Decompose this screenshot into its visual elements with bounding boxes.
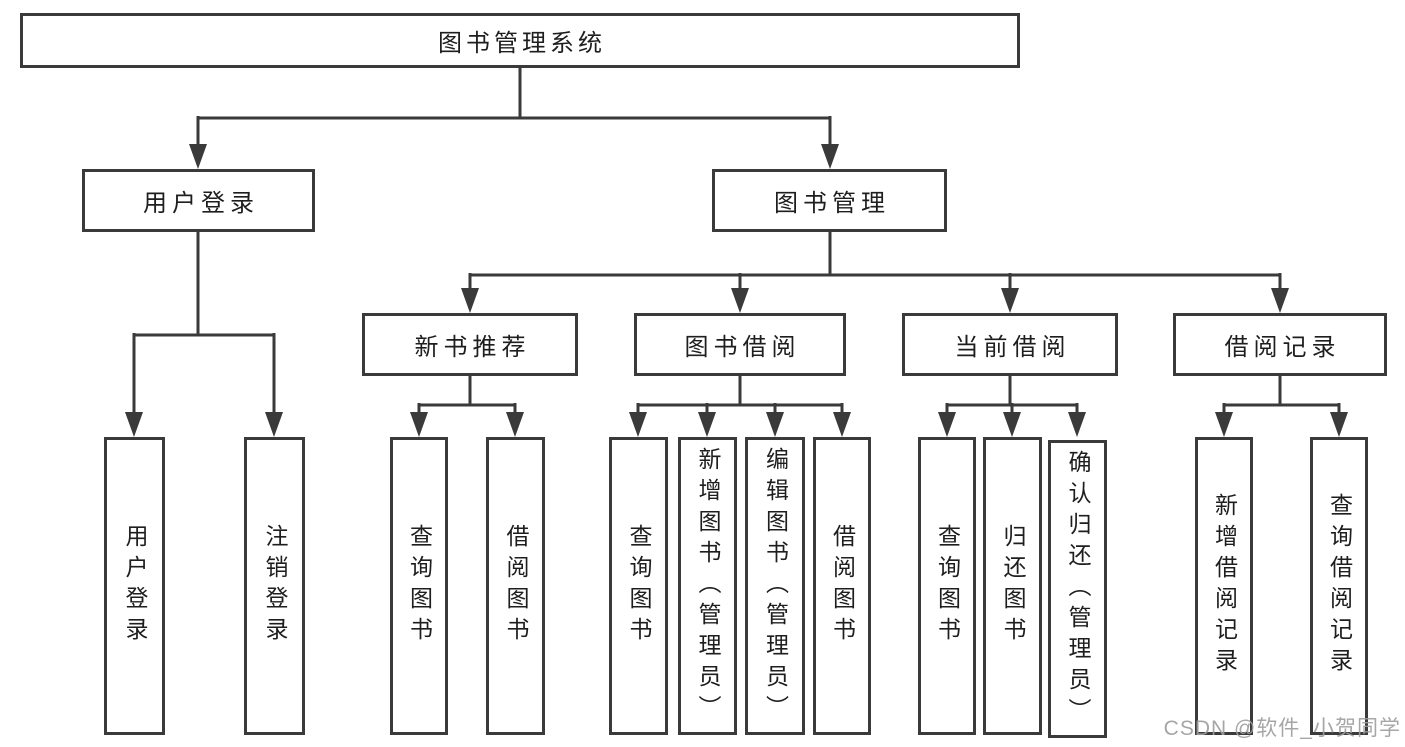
node-label: 新增图书（管理员） [695, 446, 721, 726]
node-label: 借阅图书 [503, 524, 529, 648]
connector-current-borrow-children [938, 376, 1086, 437]
leaf-borrow-edit-books-admin: 编辑图书（管理员） [745, 437, 805, 735]
leaf-record-add-borrow-record: 新增借阅记录 [1195, 437, 1253, 735]
node-label: 查询图书 [934, 524, 961, 648]
connector-borrow-record-children [1215, 376, 1348, 437]
node-label: 当前借阅 [954, 334, 1071, 361]
node-label: 查询图书 [626, 524, 652, 648]
leaf-borrow-query-books: 查询图书 [609, 437, 668, 735]
leaf-current-query-books: 查询图书 [918, 437, 976, 735]
node-label: 编辑图书（管理员） [762, 446, 789, 726]
leaf-logout: 注销登录 [244, 437, 305, 735]
leaf-new-book-borrow-books: 借阅图书 [486, 437, 545, 735]
node-label: 图书管理 [774, 190, 890, 217]
node-book-management: 图书管理 [712, 169, 947, 232]
node-label: 新增借阅记录 [1211, 493, 1238, 679]
node-label: 新书推荐 [414, 334, 531, 361]
leaf-record-query-borrow-record: 查询借阅记录 [1310, 437, 1368, 735]
node-new-book-recommendation: 新书推荐 [362, 313, 578, 376]
connector-new-book-children [410, 376, 524, 437]
node-label: 用户登录 [122, 524, 148, 648]
connector-book-borrow-children [629, 376, 851, 437]
node-library-management-system: 图书管理系统 [20, 13, 1020, 68]
connector-root-to-level2 [189, 68, 839, 169]
node-label: 借阅记录 [1224, 334, 1341, 361]
connector-book-management-children [461, 232, 1289, 313]
node-user-login: 用户登录 [82, 169, 315, 232]
leaf-new-book-query-books: 查询图书 [390, 437, 448, 735]
node-label: 图书借阅 [684, 334, 801, 361]
node-label: 用户登录 [143, 190, 259, 217]
node-label: 归还图书 [1000, 524, 1026, 648]
connector-user-login-children [125, 232, 283, 437]
node-label: 图书管理系统 [438, 30, 606, 57]
leaf-current-confirm-return-admin: 确认归还（管理员） [1048, 440, 1107, 738]
leaf-user-login: 用户登录 [104, 437, 165, 735]
csdn-watermark: CSDN @软件_小贺同学 [1163, 717, 1401, 740]
node-label: 注销登录 [262, 524, 288, 648]
node-label: 查询借阅记录 [1326, 493, 1353, 679]
node-label: 借阅图书 [829, 524, 856, 648]
node-label: 确认归还（管理员） [1065, 449, 1091, 729]
node-label: 查询图书 [406, 524, 433, 648]
node-current-borrowing: 当前借阅 [902, 313, 1118, 376]
leaf-borrow-add-books-admin: 新增图书（管理员） [678, 437, 737, 735]
node-book-borrowing: 图书借阅 [634, 313, 846, 376]
node-borrowing-records: 借阅记录 [1173, 313, 1387, 376]
leaf-borrow-borrow-books: 借阅图书 [813, 437, 871, 735]
leaf-current-return-books: 归还图书 [983, 437, 1042, 735]
